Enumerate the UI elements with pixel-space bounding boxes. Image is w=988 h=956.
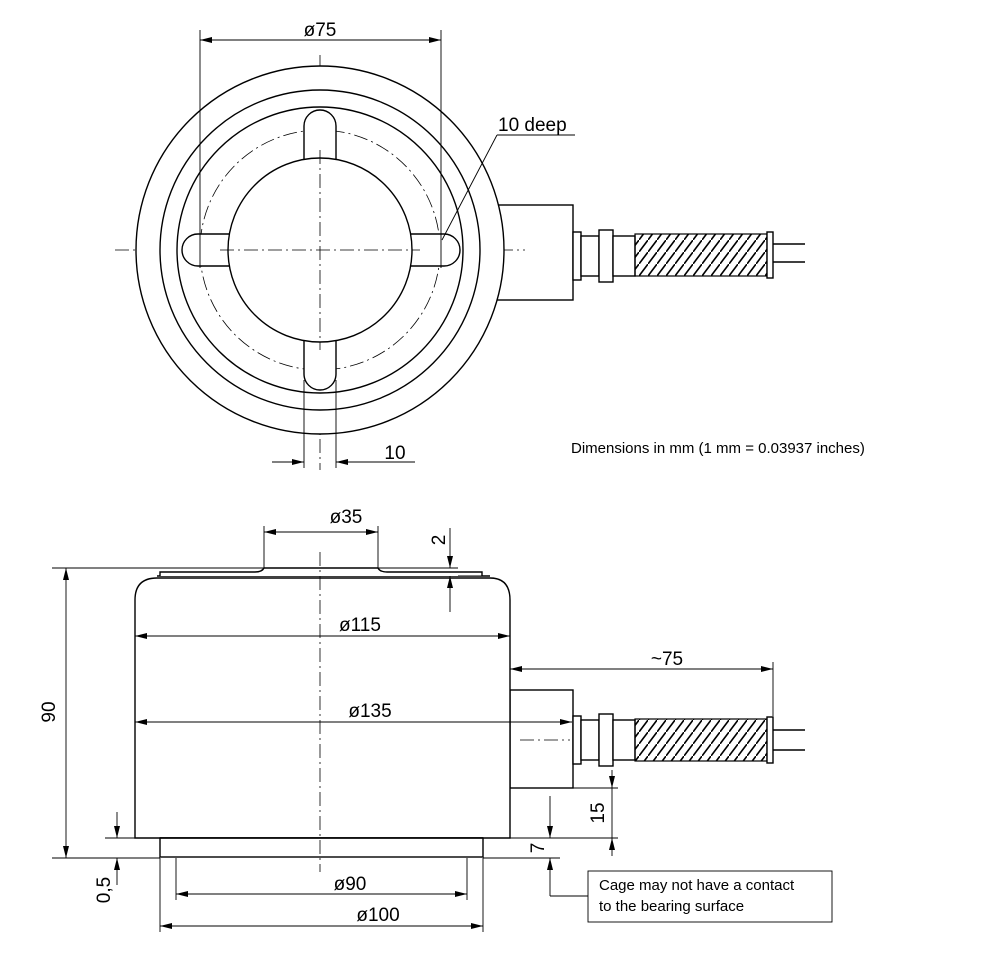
dim-total-height: 90 [39, 567, 264, 859]
dim-slot-depth: 10 deep [441, 115, 575, 241]
cable-housing-side [509, 689, 574, 789]
dim-base-inner-label: ø90 [334, 874, 367, 895]
callout-line-1: Cage may not have a contact [599, 877, 795, 894]
dim-cable-height: 15 [510, 770, 618, 856]
dim-cable-length-label: ~75 [651, 649, 683, 670]
dim-cable-length: ~75 [509, 649, 774, 716]
base-ring [159, 837, 484, 858]
dim-top-boss: ø35 [263, 507, 379, 568]
dim-gap: 0,5 [94, 812, 135, 903]
dim-cable-height-label: 15 [588, 802, 609, 823]
dim-bolt-circle-label: ø75 [304, 20, 337, 41]
callout-line-2: to the bearing surface [599, 898, 744, 915]
dim-slot-width: 10 [272, 380, 415, 468]
dim-upper-dia-label: ø115 [339, 615, 381, 636]
cage-callout: Cage may not have a contact to the beari… [587, 870, 833, 923]
dim-slot-width-label: 10 [384, 443, 405, 464]
top-boss [159, 567, 483, 576]
cable-assembly-top [572, 229, 805, 283]
dim-gap-label: 0,5 [94, 877, 115, 903]
dim-base-height: 7 [483, 796, 588, 897]
units-note: Dimensions in mm (1 mm = 0.03937 inches) [571, 440, 865, 457]
dim-outer-dia: ø135 [135, 701, 572, 725]
dim-total-height-label: 90 [39, 701, 60, 722]
dim-base-outer-label: ø100 [356, 905, 399, 926]
second-body-circle [159, 89, 481, 411]
dim-base-outer: ø100 [159, 858, 484, 932]
dim-slot-depth-label: 10 deep [498, 115, 567, 136]
cable-assembly-side [572, 713, 805, 767]
top-view: ø75 10 deep 10 [115, 20, 805, 470]
dim-boss-height: 2 [378, 528, 482, 612]
main-body-side [134, 577, 511, 839]
dim-base-inner: ø90 [175, 858, 468, 900]
side-view: ø35 2 ø115 ø135 90 [39, 507, 805, 932]
dim-base-height-label: 7 [528, 843, 549, 854]
dim-bolt-circle: ø75 [199, 20, 442, 268]
dim-boss-height-label: 2 [429, 535, 450, 546]
dim-top-boss-label: ø35 [330, 507, 363, 528]
dim-outer-dia-label: ø135 [348, 701, 391, 722]
third-body-circle [176, 106, 464, 394]
dim-upper-dia: ø115 [135, 615, 510, 639]
